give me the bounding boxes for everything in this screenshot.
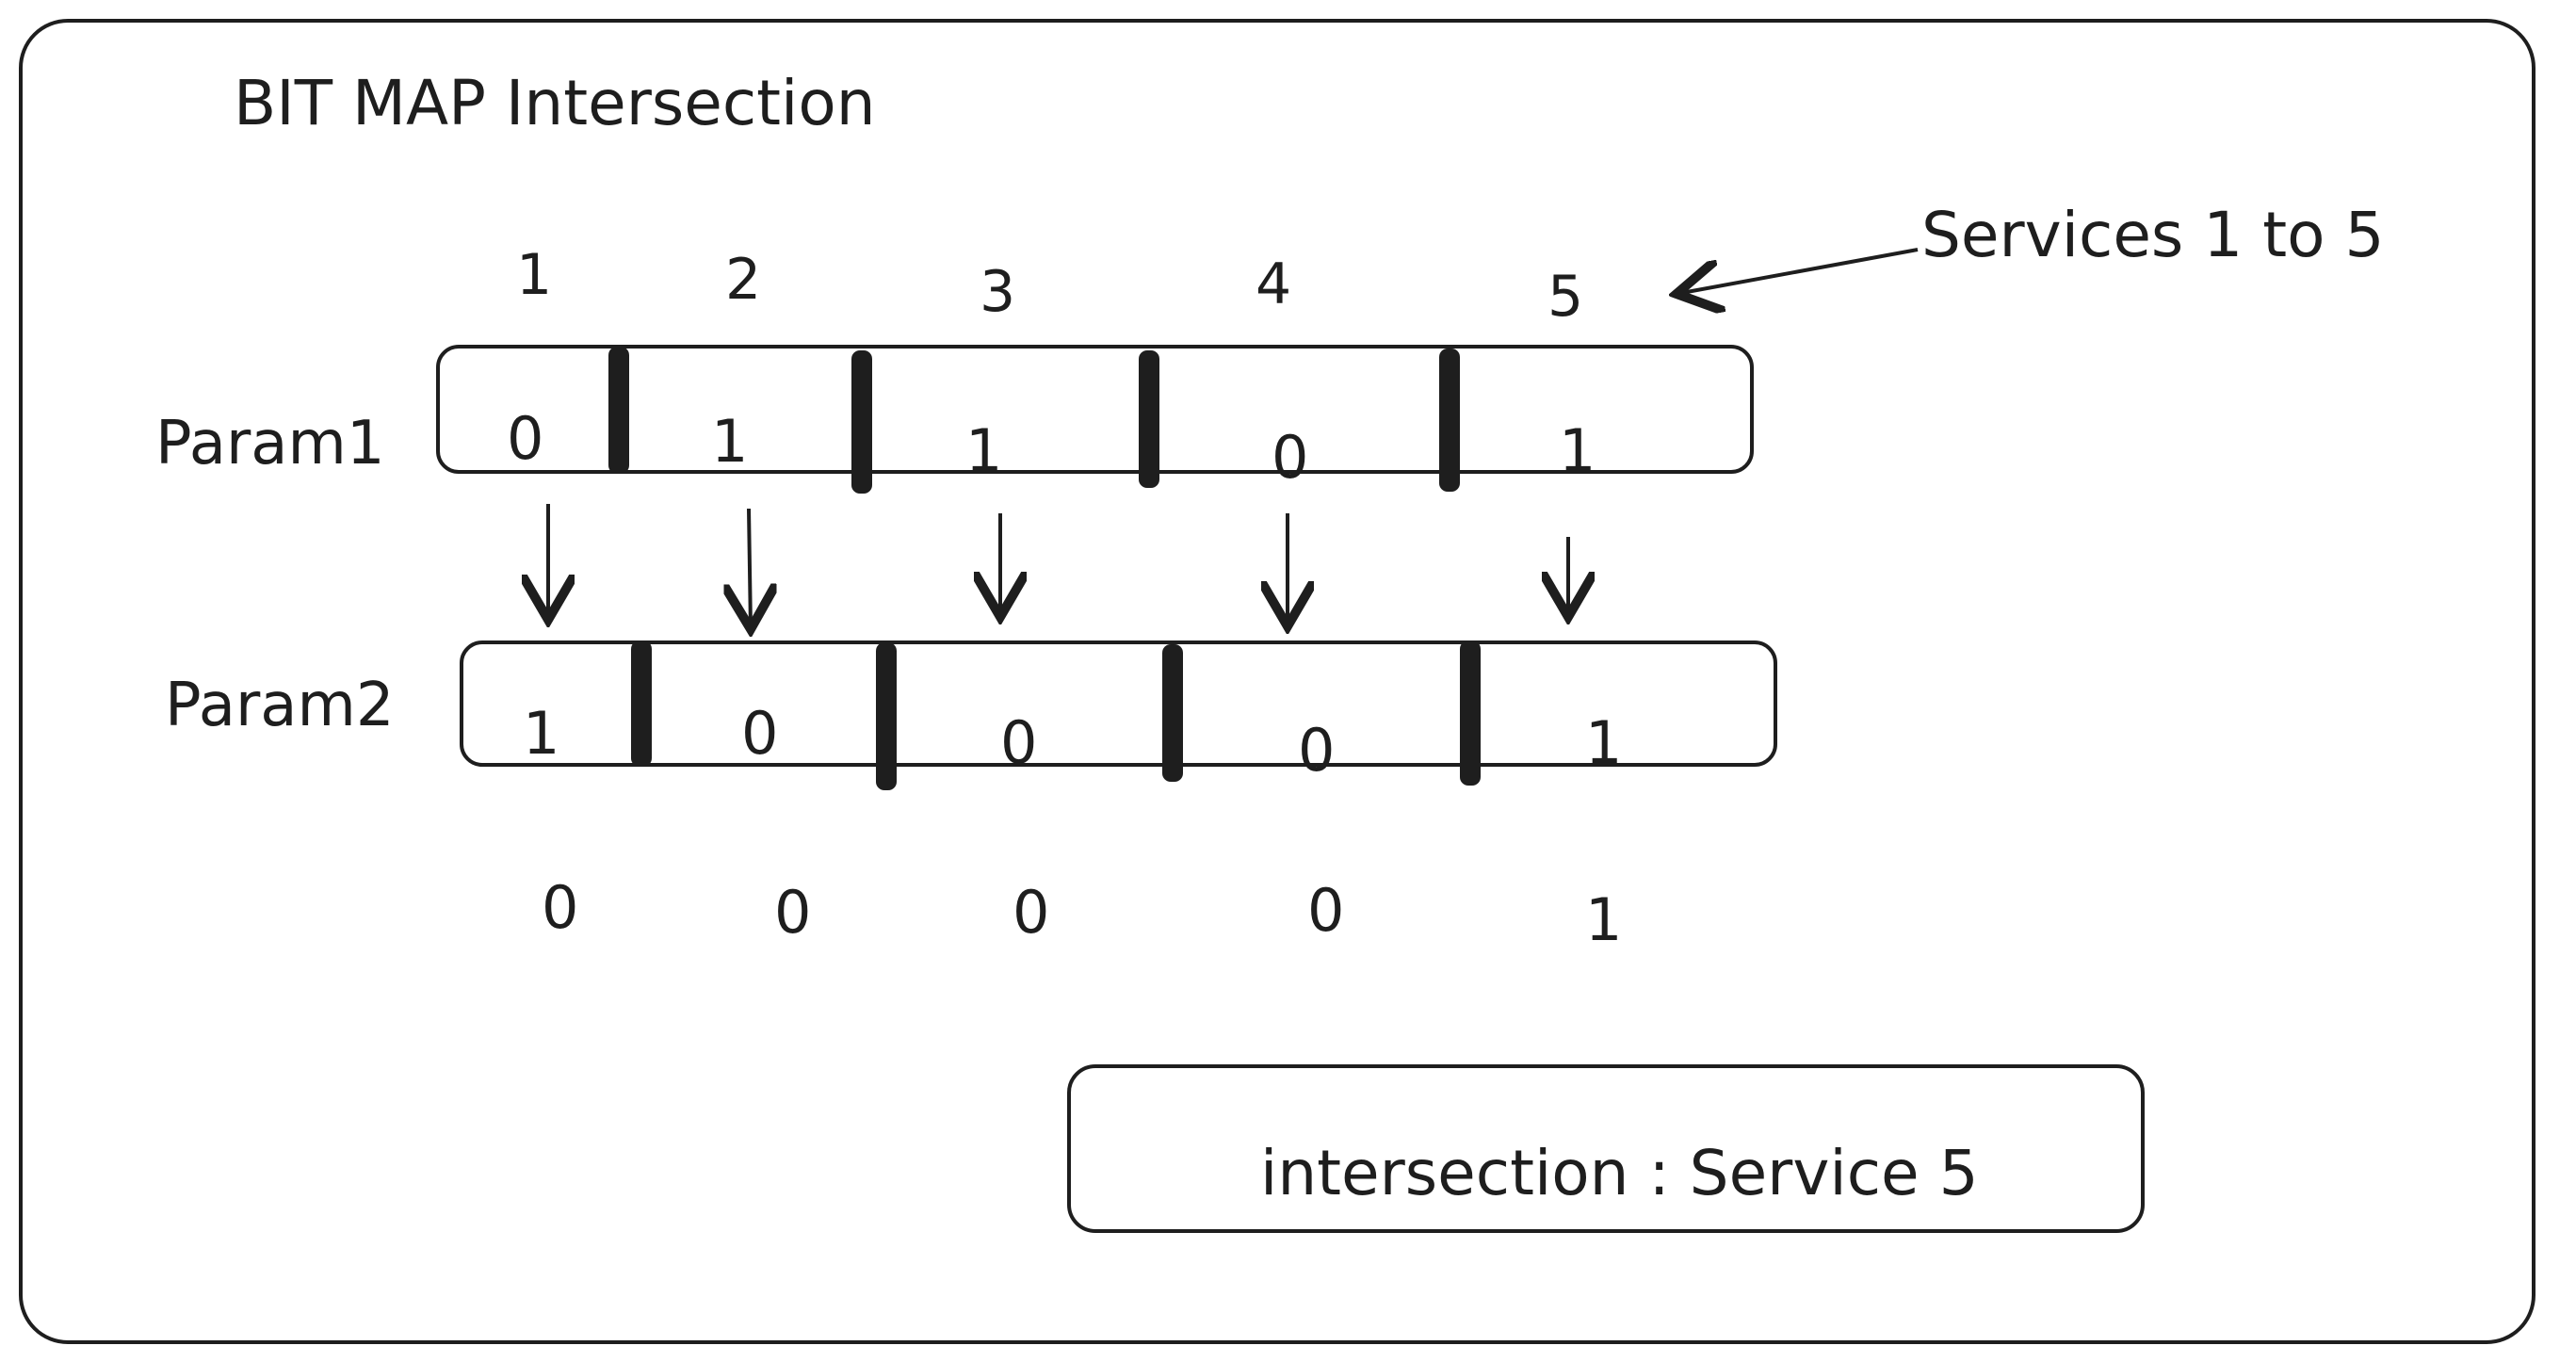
bit-divider [608, 347, 629, 474]
service-number-row: 1 2 3 4 5 [516, 242, 1583, 330]
result-bit: 0 [542, 873, 578, 942]
service-number: 4 [1256, 251, 1291, 317]
service-number: 5 [1547, 264, 1583, 330]
bit-cell: 1 [711, 407, 748, 476]
intersection-text: intersection : Service 5 [1260, 1137, 1979, 1209]
result-bit: 1 [1585, 885, 1622, 954]
param1-bits: 0 1 1 0 1 [507, 404, 1596, 492]
bit-divider [631, 640, 652, 767]
param1-label: Param1 [155, 409, 385, 478]
services-label: Services 1 to 5 [1921, 199, 2385, 271]
down-arrows [548, 504, 1568, 629]
bit-divider [1439, 349, 1460, 492]
bit-cell: 0 [1272, 423, 1308, 492]
param2-label: Param2 [165, 671, 395, 740]
param2-dividers [631, 640, 1481, 790]
bit-divider [1460, 640, 1481, 786]
bit-divider [1162, 644, 1183, 782]
diagram-title: BIT MAP Intersection [234, 67, 876, 139]
bit-divider [1139, 350, 1159, 488]
bit-cell: 0 [507, 404, 543, 473]
outer-frame [19, 19, 2535, 1344]
bit-cell: 0 [741, 699, 778, 768]
param2-bitmap-box [460, 640, 1777, 767]
service-number: 3 [980, 259, 1015, 325]
param1-dividers [608, 347, 1460, 494]
result-bit: 0 [1307, 876, 1344, 945]
services-arrow [1677, 248, 1919, 294]
param2-bits: 1 0 0 0 1 [523, 699, 1622, 785]
bit-cell: 1 [1559, 416, 1596, 485]
down-arrow [749, 508, 751, 629]
intersection-box [1067, 1064, 2145, 1233]
result-bit: 0 [1013, 878, 1049, 947]
result-bits: 0 0 0 0 1 [542, 873, 1622, 954]
bit-cell: 0 [1298, 716, 1335, 785]
bit-cell: 1 [523, 699, 559, 768]
bit-divider [851, 350, 872, 494]
bit-cell: 0 [1000, 708, 1037, 777]
bit-divider [876, 642, 897, 790]
param1-bitmap-box [436, 345, 1754, 474]
result-bit: 0 [774, 878, 811, 947]
bit-cell: 1 [1585, 708, 1622, 777]
service-number: 2 [725, 247, 761, 313]
service-number: 1 [516, 242, 552, 308]
bit-cell: 1 [965, 416, 1002, 485]
